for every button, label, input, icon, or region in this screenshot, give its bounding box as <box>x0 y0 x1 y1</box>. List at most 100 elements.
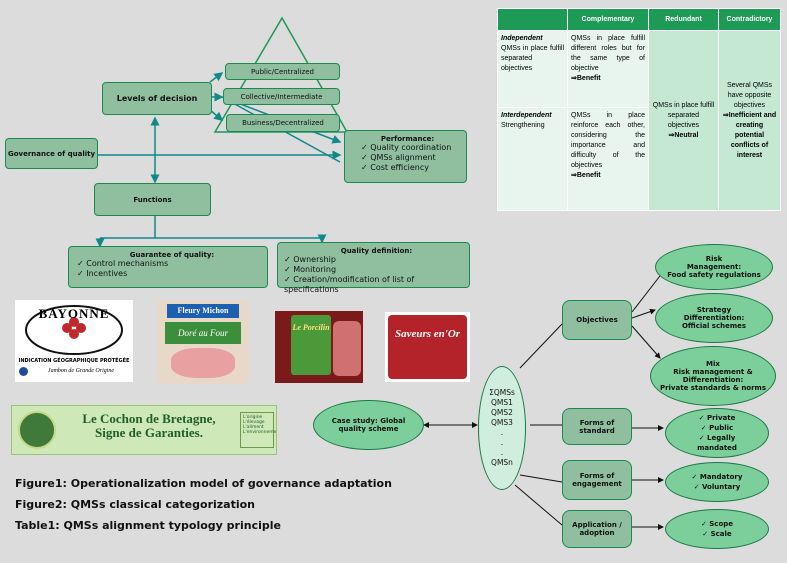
contradictory-text: Several QMSs have opposite objectives <box>726 81 773 109</box>
ham-slice-image <box>171 348 235 378</box>
performance-title: Performance: <box>380 135 435 143</box>
guarantee-box: Guarantee of quality: Control mechanisms… <box>68 246 268 288</box>
qms-item: ΣQMSs <box>489 388 515 397</box>
performance-list: Quality coordination QMSs alignment Cost… <box>361 143 466 173</box>
collective-label: Collective/Intermediate <box>240 92 323 101</box>
business-label: Business/Decentralized <box>242 119 324 127</box>
saveurs-name: Saveurs en'Or <box>394 328 461 340</box>
cochon-bretagne-logo: Le Cochon de Bretagne, Signe de Garantie… <box>11 405 277 455</box>
standard-item: Public <box>687 423 747 433</box>
guarantee-item: Incentives <box>77 269 267 279</box>
collective-intermediate-box: Collective/Intermediate <box>223 88 340 105</box>
meat-image <box>333 321 361 376</box>
risk-sub: Food safety regulations <box>667 271 761 279</box>
table-header <box>497 8 568 31</box>
interdependent-comp-text: QMSs in place reinforce each other, cons… <box>571 111 645 169</box>
functions-box: Functions <box>94 183 211 216</box>
governance-label: Governance of quality <box>7 149 96 158</box>
figure2-caption: Figure2: QMSs classical categorization <box>15 498 256 511</box>
qms-item: QMS3 <box>491 418 513 427</box>
application-item: Scale <box>701 529 733 539</box>
independent-desc: QMSs in place fulfill separated objectiv… <box>501 45 564 72</box>
application-types-ellipse: Scope Scale <box>665 509 769 549</box>
standard-item: Legally mandated <box>687 433 747 453</box>
application-box: Application / adoption <box>562 510 632 548</box>
contradictory-result: ⇒Inefficient and creating potential conf… <box>722 111 777 159</box>
mix-line: Private standards & norms <box>659 384 767 392</box>
saveurs-en-or-logo: Saveurs en'Or <box>385 312 470 382</box>
performance-box: Performance: Quality coordination QMSs a… <box>344 130 467 183</box>
figure1-caption: Figure1: Operationalization model of gov… <box>15 477 392 490</box>
engagement-types-list: Mandatory Voluntary <box>692 472 743 492</box>
interdependent-cell: Interdependent Strengthening <box>497 106 568 212</box>
risk-title: Risk Management: <box>686 255 742 271</box>
table-header: Contradictory <box>718 8 781 31</box>
application-label: Application / adoption <box>572 521 622 537</box>
saveurs-badge <box>388 315 467 379</box>
functions-label: Functions <box>133 195 172 204</box>
definition-title: Quality definition: <box>340 247 413 255</box>
bayonne-name: BAYONNE <box>38 306 110 321</box>
definition-item: Creation/modification of list of specifi… <box>284 275 469 295</box>
mix-ellipse: Mix Risk management & Differentiation: P… <box>650 346 776 406</box>
qms-item: QMS2 <box>491 408 513 417</box>
interdependent-comp-result: ⇒Benefit <box>571 171 601 179</box>
public-centralized-box: Public/Centralized <box>225 63 340 80</box>
independent-complementary-cell: QMSs in place fulfill different roles bu… <box>567 30 649 108</box>
definition-item: Ownership <box>284 255 469 265</box>
application-types-list: Scope Scale <box>701 519 733 539</box>
standard-item: Private <box>687 413 747 423</box>
qms-item: . <box>500 428 504 437</box>
forms-standard-box: Forms of standard <box>562 408 632 445</box>
independent-label: Independent <box>501 35 543 42</box>
table-header: Redundant <box>648 8 719 31</box>
redundant-cell: QMSs in place fulfill separated objectiv… <box>648 30 719 211</box>
forms-engagement-box: Forms of engagement <box>562 460 632 500</box>
interdependent-complementary-cell: QMSs in place reinforce each other, cons… <box>567 106 649 212</box>
cochon-side: L'origine L'élevage L'aliment L'environn… <box>240 412 276 448</box>
interdependent-desc: Strengthening <box>501 121 545 129</box>
cochon-title: Le Cochon de Bretagne, Signe de Garantie… <box>64 412 234 440</box>
independent-cell: Independent QMSs in place fulfill separa… <box>497 30 568 108</box>
cochon-line1: Le Cochon de Bretagne, <box>82 411 216 426</box>
mix-line: Differentiation: <box>682 376 744 384</box>
strategy-sub: Official schemes <box>681 322 747 330</box>
redundant-result: ⇒Neutral <box>668 131 699 139</box>
application-item: Scope <box>701 519 733 529</box>
guarantee-title: Guarantee of quality: <box>129 251 215 259</box>
cochon-seal-icon <box>18 411 56 449</box>
definition-list: Ownership Monitoring Creation/modificati… <box>284 255 469 295</box>
forms-standard-label: Forms of standard <box>579 418 615 435</box>
performance-item: Quality coordination <box>361 143 466 153</box>
objectives-label: Objectives <box>576 316 618 324</box>
strategy-ellipse: Strategy Differentiation: Official schem… <box>655 293 773 343</box>
fleury-product: Doré au Four <box>165 322 241 344</box>
engagement-item: Mandatory <box>692 472 743 482</box>
porcilin-logo: Le Porcilin <box>275 311 363 383</box>
risk-ellipse: Risk Management: Food safety regulations <box>655 244 773 290</box>
objectives-box: Objectives <box>562 300 632 340</box>
engagement-types-ellipse: Mandatory Voluntary <box>665 462 769 502</box>
bayonne-signature: Jambon de Grande Origine <box>47 368 115 374</box>
mix-title: Mix <box>706 360 720 368</box>
bayonne-emblem <box>25 305 123 355</box>
governance-of-quality-box: Governance of quality <box>5 138 98 169</box>
porcilin-name: Le Porcilin <box>292 323 330 332</box>
case-study-label: Case study: Global quality scheme <box>331 417 406 433</box>
fleury-michon-logo: Fleury Michon Doré au Four <box>157 300 249 384</box>
bayonne-logo: BAYONNE INDICATION GÉOGRAPHIQUE PROTÉGÉE… <box>15 300 133 382</box>
levels-of-decision-box: Levels of decision <box>102 82 212 115</box>
standard-types-ellipse: Private Public Legally mandated <box>665 408 769 458</box>
guarantee-list: Control mechanisms Incentives <box>77 259 267 279</box>
engagement-item: Voluntary <box>692 482 743 492</box>
contradictory-cell: Several QMSs have opposite objectives ⇒I… <box>718 30 781 211</box>
strategy-title: Strategy Differentiation: <box>683 306 745 322</box>
levels-label: Levels of decision <box>116 94 198 103</box>
public-label: Public/Centralized <box>251 67 314 76</box>
independent-comp-result: ⇒Benefit <box>571 75 601 82</box>
table1-caption: Table1: QMSs alignment typology principl… <box>15 519 281 532</box>
interdependent-label: Interdependent <box>501 111 552 119</box>
standard-types-list: Private Public Legally mandated <box>687 413 747 453</box>
qms-alignment-table: Complementary Redundant Contradictory In… <box>497 8 781 212</box>
case-study-ellipse: Case study: Global quality scheme <box>313 400 424 450</box>
